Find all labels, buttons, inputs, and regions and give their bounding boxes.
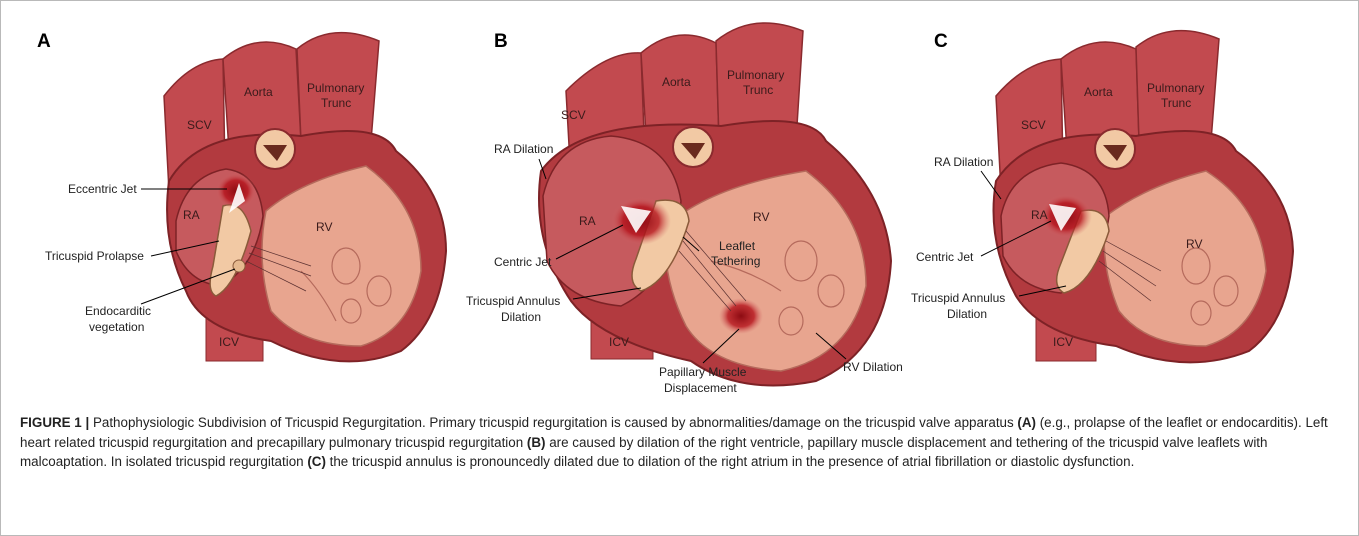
scv-label: SCV (1021, 118, 1046, 132)
ra-label: RA (1031, 208, 1048, 222)
rv-label: RV (316, 220, 332, 234)
caption-segment-1: Pathophysiologic Subdivision of Tricuspi… (89, 415, 1017, 430)
caption-segment-4: the tricuspid annulus is pronouncedly di… (326, 454, 1134, 469)
icv-label: ICV (609, 335, 629, 349)
ra-label: RA (183, 208, 200, 222)
ra-dilation-label: RA Dilation (494, 142, 553, 156)
panel-a-heart: SCV Aorta Pulmonary Trunc RA RV ICV Ecce… (1, 1, 461, 406)
papillary-muscle-label: Papillary Muscle (659, 365, 747, 379)
pulmonary-label: Pulmonary (1147, 81, 1204, 95)
annulus-dilation-label: Dilation (947, 307, 987, 321)
tricuspid-prolapse-label: Tricuspid Prolapse (45, 249, 144, 263)
rv-label: RV (753, 210, 769, 224)
panel-c-heart: SCV Aorta Pulmonary Trunc RA RV ICV RA D… (901, 1, 1358, 406)
tricuspid-annulus-label: Tricuspid Annulus (466, 294, 560, 308)
rv-dilation-label: RV Dilation (843, 360, 903, 374)
aorta-label: Aorta (662, 75, 691, 89)
icv-label: ICV (1053, 335, 1073, 349)
trunc-label: Trunc (321, 96, 351, 110)
figure-illustration: A (1, 1, 1358, 406)
panel-b-heart: SCV Aorta Pulmonary Trunc RA RV ICV RA D… (461, 1, 931, 406)
endocarditic-label: Endocarditic (85, 304, 151, 318)
rv-label: RV (1186, 237, 1202, 251)
figure-label: FIGURE 1 | (20, 415, 89, 430)
figure-caption: FIGURE 1 | Pathophysiologic Subdivision … (20, 413, 1338, 472)
trunc-label: Trunc (743, 83, 773, 97)
displacement-label: Displacement (664, 381, 737, 395)
pulmonary-label: Pulmonary (727, 68, 784, 82)
leaflet-label: Leaflet (719, 239, 756, 253)
annulus-dilation-label: Dilation (501, 310, 541, 324)
trunc-label: Trunc (1161, 96, 1191, 110)
ra-label: RA (579, 214, 596, 228)
scv-label: SCV (561, 108, 586, 122)
caption-ref-a: (A) (1017, 415, 1036, 430)
tethering-label: Tethering (711, 254, 760, 268)
caption-ref-c: (C) (307, 454, 326, 469)
scv-label: SCV (187, 118, 212, 132)
centric-jet-label: Centric Jet (916, 250, 974, 264)
aorta-label: Aorta (1084, 85, 1113, 99)
icv-label: ICV (219, 335, 239, 349)
ra-dilation-label: RA Dilation (934, 155, 993, 169)
aorta-label: Aorta (244, 85, 273, 99)
caption-ref-b: (B) (527, 435, 546, 450)
tricuspid-annulus-label: Tricuspid Annulus (911, 291, 1005, 305)
pulmonary-label: Pulmonary (307, 81, 364, 95)
vegetation-label: vegetation (89, 320, 144, 334)
eccentric-jet-label: Eccentric Jet (68, 182, 137, 196)
centric-jet-label: Centric Jet (494, 255, 552, 269)
